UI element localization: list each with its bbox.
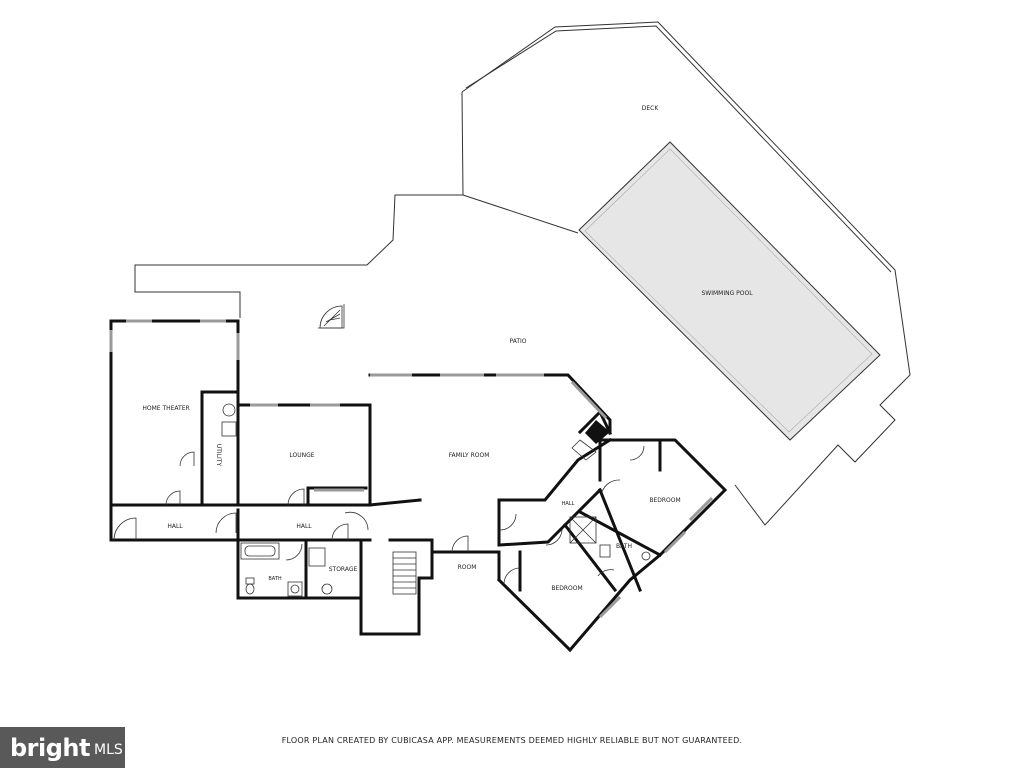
doors	[113, 445, 645, 585]
bright-mls-logo: bright MLS	[0, 727, 125, 768]
room-label-bath-left: BATH	[268, 576, 282, 582]
fixtures	[221, 403, 651, 597]
floor-plan-disclaimer: FLOOR PLAN CREATED BY CUBICASA APP. MEAS…	[281, 736, 743, 745]
room-label-swimming-pool: SWIMMING POOL	[701, 290, 753, 297]
room-label-room: ROOM	[458, 564, 477, 571]
room-label-bedroom-upper: BEDROOM	[649, 497, 680, 504]
room-label-lounge: LOUNGE	[289, 452, 314, 459]
deck-outline	[461, 21, 911, 526]
room-label-home-theater: HOME THEATER	[142, 405, 189, 412]
room-label-bedroom-lower: BEDROOM	[551, 585, 582, 592]
room-label-patio: PATIO	[509, 338, 526, 345]
room-label-hall-center: HALL	[296, 523, 312, 530]
patio-outline	[134, 194, 579, 318]
brand-suffix: MLS	[93, 741, 123, 758]
room-label-hall-left: HALL	[167, 523, 183, 530]
brand-wordmark: bright	[10, 733, 90, 762]
room-label-bath-right: BATH	[616, 543, 632, 550]
room-label-hall-right: HALL	[562, 501, 575, 507]
room-label-family-room: FAMILY ROOM	[449, 452, 490, 459]
spiral-stair	[318, 304, 345, 329]
room-label-storage: STORAGE	[329, 566, 358, 573]
interior-walls	[109, 319, 728, 653]
windows	[109, 319, 714, 619]
room-label-utility: UTILITY	[215, 444, 222, 467]
swimming-pool	[578, 141, 881, 441]
room-label-deck: DECK	[642, 105, 660, 112]
